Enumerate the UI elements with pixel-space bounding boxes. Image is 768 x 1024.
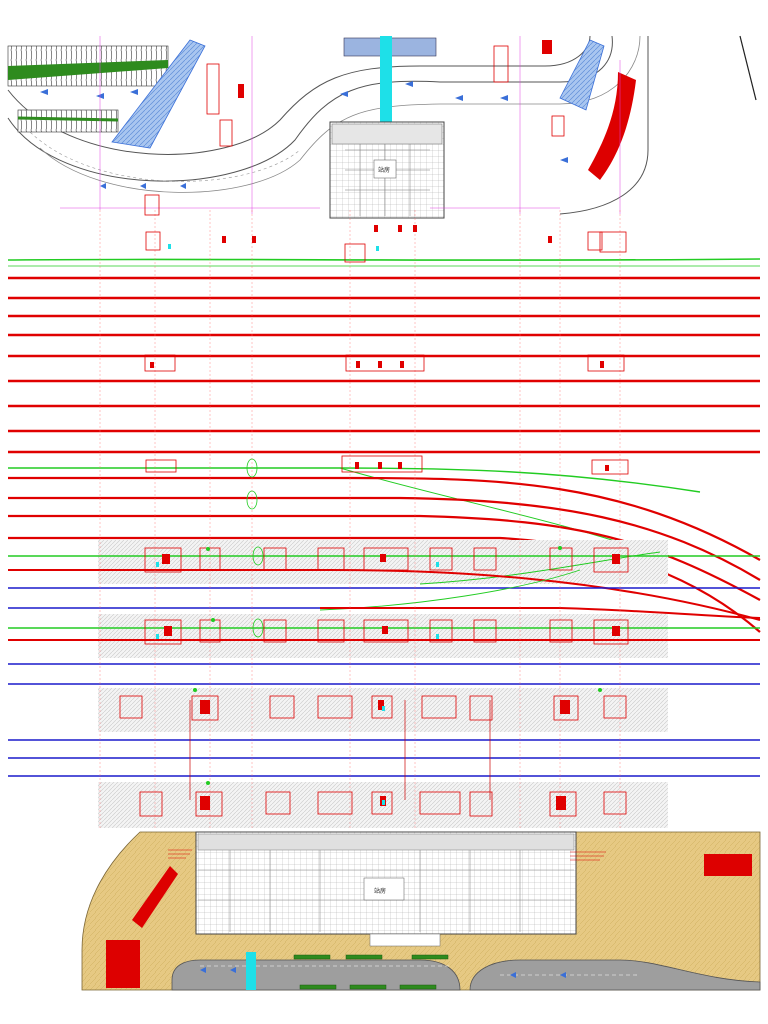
north-station-building: 站房: [329, 121, 445, 219]
traffic-arrow-icon: [340, 91, 348, 97]
green-median: [8, 60, 168, 80]
traffic-arrow-icon: [180, 183, 186, 189]
south-building-label: 站房: [374, 887, 386, 895]
pedestrian-ramp: [559, 39, 605, 111]
traffic-arrow-icon: [100, 183, 106, 189]
traffic-arrow-icon: [230, 967, 236, 973]
parking-stalls: [17, 109, 119, 133]
south-road: [171, 959, 461, 991]
track-field: [7, 40, 761, 830]
north-building-label: 站房: [378, 166, 390, 174]
red-block: [588, 72, 636, 180]
traffic-arrow-icon: [405, 81, 413, 87]
track-green: [7, 258, 761, 261]
pedestrian-ramp: [111, 39, 206, 149]
signal-icon: [193, 546, 602, 785]
traffic-arrow-icon: [140, 183, 146, 189]
red-block: [704, 854, 752, 876]
red-block: [132, 866, 178, 928]
canopy-connector: [246, 952, 256, 990]
track-red-group: [8, 276, 760, 454]
platform: [98, 614, 668, 658]
lamp-post-icon: [156, 244, 439, 805]
red-block: [106, 940, 140, 988]
traffic-arrow-icon: [40, 89, 48, 95]
traffic-arrow-icon: [560, 972, 566, 978]
traffic-arrow-icon: [455, 95, 463, 101]
canopy-connector: [380, 36, 392, 122]
traffic-arrow-icon: [560, 157, 568, 163]
south-station-building: 站房: [195, 831, 577, 947]
north-forecourt: 站房: [7, 35, 757, 219]
equipment-boxes: [119, 45, 629, 817]
traffic-arrow-icon: [500, 95, 508, 101]
track-green: [8, 467, 701, 493]
traffic-arrows: [40, 81, 568, 189]
traffic-arrow-icon: [200, 967, 206, 973]
traffic-arrow-icon: [130, 89, 138, 95]
traffic-arrow-icon: [510, 972, 516, 978]
south-plaza: 站房: [81, 831, 761, 991]
